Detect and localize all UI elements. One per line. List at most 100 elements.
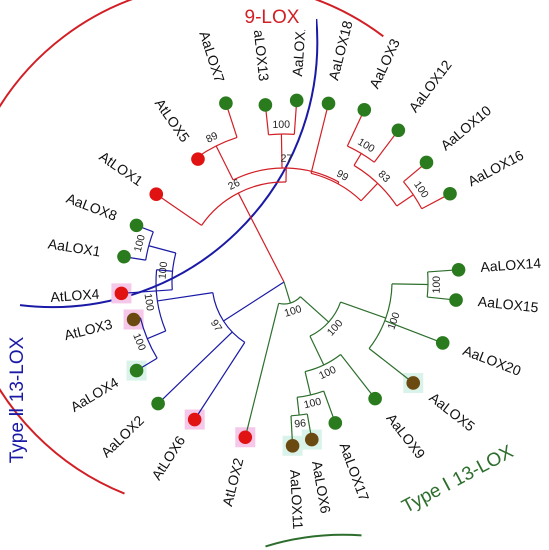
branch-internal bbox=[296, 397, 300, 416]
leaf-label-AaLOX7: AaLOX7 bbox=[196, 29, 228, 84]
branch-arc bbox=[426, 271, 429, 298]
leaf-dot-AaLOX7 bbox=[219, 96, 233, 111]
leaf-dot-AaLOX4 bbox=[129, 363, 144, 378]
leaf-dot-AaLOX13 bbox=[258, 98, 273, 112]
branch-AaLOX14 bbox=[427, 269, 453, 273]
leaf-label-AaLOX19: AaLOX19 bbox=[289, 15, 309, 77]
branch-AaLOX5 bbox=[368, 348, 409, 380]
leaf-dot-AaLOX1 bbox=[117, 249, 131, 264]
leaf-label-AaLOX1: AaLOX1 bbox=[47, 235, 102, 259]
leaf-dot-AtLOX1 bbox=[149, 187, 164, 202]
bootstrap-value: 100 bbox=[132, 233, 148, 253]
branch-arc bbox=[310, 172, 362, 202]
branch-arc bbox=[278, 296, 301, 305]
branch-AtLOX2 bbox=[246, 303, 280, 432]
leaf-dot-AaLOX10 bbox=[419, 155, 434, 170]
bootstrap-value: 100 bbox=[283, 303, 303, 320]
leaf-label-AtLOX3: AtLOX3 bbox=[62, 316, 114, 343]
branch-arc bbox=[368, 283, 393, 349]
branch-AtLOX6 bbox=[197, 342, 246, 415]
branch-AaLOX9 bbox=[340, 354, 372, 395]
branch-internal bbox=[353, 153, 362, 166]
branch-AaLOX20 bbox=[384, 320, 438, 342]
leaf-label-AaLOX12: AaLOX12 bbox=[405, 57, 454, 115]
leaf-dot-AaLOX16 bbox=[443, 186, 457, 201]
clade-arcs bbox=[0, 0, 384, 548]
bootstrap-value: 99 bbox=[334, 168, 350, 184]
leaf-label-AaLOX5: AaLOX5 bbox=[426, 389, 478, 434]
leaf-label-AaLOX14: AaLOX14 bbox=[480, 255, 542, 275]
leaf-label-AtLOX5: AtLOX5 bbox=[152, 96, 193, 146]
branch-AaLOX3 bbox=[346, 114, 363, 147]
leaf-highlights bbox=[111, 283, 424, 456]
leaf-dot-AaLOX20 bbox=[435, 336, 450, 350]
branch-AaLOX17 bbox=[323, 390, 334, 418]
branch-internal bbox=[280, 134, 283, 169]
branch-internal bbox=[396, 194, 414, 207]
branch-AaLOX8 bbox=[141, 226, 154, 233]
leaf-dot-AaLOX8 bbox=[129, 218, 144, 233]
branch-AaLOX4 bbox=[141, 357, 158, 369]
bootstrap-value: 100 bbox=[411, 179, 431, 200]
branch-arc bbox=[297, 390, 324, 398]
branch-arc bbox=[304, 354, 342, 373]
branch-AaLOX13 bbox=[265, 110, 270, 135]
bootstrap-value: 100 bbox=[141, 293, 155, 312]
branch-AaLOX19 bbox=[293, 106, 297, 135]
leaf-dot-AaLOX2 bbox=[151, 396, 165, 411]
branch-AaLOX10 bbox=[403, 165, 423, 183]
bootstrap-value: 96 bbox=[294, 417, 307, 430]
branch-internal bbox=[147, 330, 166, 340]
branch-AaLOX7 bbox=[227, 108, 238, 138]
leaf-dot-AaLOX3 bbox=[357, 103, 372, 117]
clade-arc-type1 bbox=[265, 533, 362, 548]
branch-arc bbox=[171, 252, 177, 290]
clade-arc-nine bbox=[0, 0, 384, 495]
leaf-label-AaLOX4: AaLOX4 bbox=[68, 374, 122, 415]
leaf-label-AaLOX15: AaLOX15 bbox=[477, 293, 539, 315]
bootstrap-value: 100 bbox=[272, 119, 290, 131]
leaf-label-AtLOX2: AtLOX2 bbox=[219, 456, 246, 508]
bootstrap-value: 100 bbox=[303, 396, 323, 412]
branch-AaLOX12 bbox=[373, 134, 396, 163]
leaf-dot-AtLOX5 bbox=[191, 152, 205, 166]
bootstrap-value: 100 bbox=[431, 276, 443, 294]
leaf-dot-AaLOX19 bbox=[289, 93, 304, 108]
leaf-dot-AtLOX4 bbox=[114, 286, 129, 301]
leaf-dot-AaLOX18 bbox=[321, 96, 336, 111]
branch-AtLOX4 bbox=[127, 289, 173, 294]
branch-AaLOX18 bbox=[310, 109, 328, 174]
branch-AaLOX6 bbox=[306, 413, 312, 434]
branch-arc bbox=[232, 167, 340, 183]
leaf-label-AtLOX6: AtLOX6 bbox=[148, 433, 188, 483]
leaf-dot-AaLOX11 bbox=[285, 438, 300, 453]
branch-internal bbox=[156, 269, 173, 272]
clade-label-bg bbox=[228, 4, 316, 30]
branch-internal bbox=[223, 297, 260, 322]
branch-arc bbox=[353, 164, 398, 207]
branch-AaLOX15 bbox=[427, 296, 451, 301]
leaf-label-AaLOX10: AaLOX10 bbox=[437, 102, 494, 153]
bootstrap-value: 100 bbox=[386, 311, 403, 332]
branch-AaLOX2 bbox=[162, 331, 233, 400]
leaf-label-AaLOX11: AaLOX11 bbox=[287, 469, 306, 530]
clade-arc-type2 bbox=[19, 18, 319, 309]
leaf-dot-AtLOX2 bbox=[238, 430, 253, 445]
branch-internal bbox=[157, 292, 213, 302]
clade-label-nine: 9-LOX bbox=[245, 7, 300, 28]
branch-arc bbox=[155, 269, 167, 332]
branch-internal bbox=[237, 192, 285, 283]
branch-arc bbox=[139, 317, 158, 359]
leaf-dot-AaLOX17 bbox=[328, 416, 343, 430]
branch-arc bbox=[268, 133, 295, 136]
branch-arc bbox=[212, 292, 246, 343]
bootstrap-value: 26 bbox=[226, 177, 242, 193]
branch-internal bbox=[215, 145, 234, 181]
branch-internal bbox=[309, 335, 325, 366]
branch-AaLOX11 bbox=[290, 415, 293, 440]
bootstrap-value: 89 bbox=[204, 130, 220, 146]
branch-internal bbox=[299, 296, 330, 323]
branch-AaLOX1 bbox=[129, 257, 146, 261]
bootstrap-value: 100 bbox=[325, 317, 346, 338]
